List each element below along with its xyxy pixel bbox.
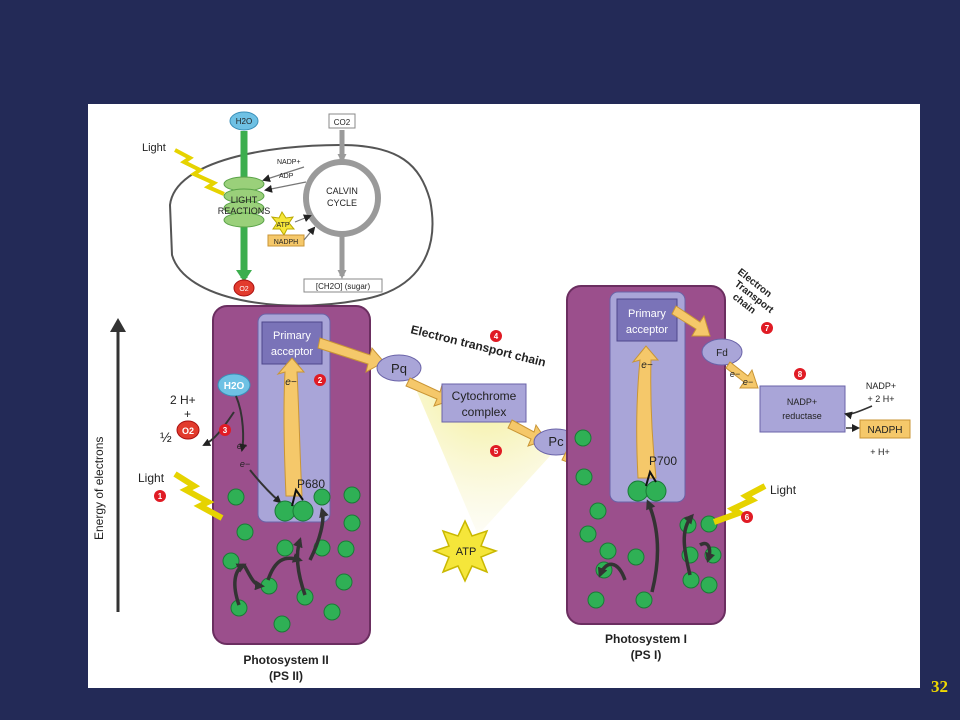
ps2-o2-label: O2 — [182, 426, 194, 436]
svg-text:5: 5 — [494, 447, 499, 456]
svg-text:6: 6 — [745, 513, 750, 522]
two-h-label: 2 H+ — [170, 393, 196, 407]
ps1-energy-transfer — [597, 499, 715, 593]
svg-text:2: 2 — [318, 376, 323, 385]
pc-label: Pc — [548, 434, 564, 449]
overview-o2-bubble — [233, 279, 255, 297]
p700-label: P700 — [649, 454, 677, 468]
light-reactions-label-1: LIGHT — [231, 195, 258, 205]
ps2-name-2: (PS II) — [269, 669, 303, 683]
pq-label: Pq — [391, 361, 407, 376]
chloroplast-overview: Light H2O LIGHT REACTIONS O2 CO2 CALVIN … — [142, 111, 434, 307]
plus-label: + — [184, 407, 191, 421]
ps2-primary-acceptor — [261, 321, 323, 365]
ps2-electron-top: e− — [285, 377, 297, 388]
ps2-electron-b: e− — [240, 459, 250, 469]
nadph-box — [859, 419, 911, 439]
step-badge-2: 2 — [314, 374, 326, 386]
ps2-electron-a: e− — [237, 441, 247, 451]
ps1-primary-acceptor — [616, 298, 678, 342]
ps1-name-2: (PS I) — [631, 648, 662, 662]
overview-atp-label: ATP — [276, 222, 289, 229]
nadp-in-label-1: NADP+ — [866, 381, 896, 391]
ps2-light-label: Light — [138, 471, 165, 485]
ps1-acceptor-label-1: Primary — [628, 308, 666, 320]
atp-label: ATP — [456, 546, 477, 558]
ps1-excitation-arrow — [631, 345, 660, 479]
fd-carrier — [701, 338, 743, 366]
calvin-label-2: CYCLE — [327, 198, 357, 208]
step-badge-7: 7 — [761, 322, 773, 334]
ps2-excitation-arrow — [276, 357, 306, 497]
ps2-energy-transfer — [233, 507, 329, 606]
sugar-box — [303, 278, 383, 293]
light-reactions-label-2: REACTIONS — [218, 206, 271, 216]
calvin-label-1: CALVIN — [326, 186, 358, 196]
step-badge-4: 4 — [490, 330, 502, 342]
step-badge-6: 6 — [741, 511, 753, 523]
overview-light-label: Light — [142, 142, 166, 154]
ps2-h2o-label: H2O — [224, 381, 245, 392]
ps2-h2o-bubble — [217, 373, 251, 397]
photosystem-1: Primary acceptor e− P700 Photosystem I (… — [566, 285, 726, 662]
cytochrome-label-1: Cytochrome — [452, 389, 517, 403]
atp-burst — [431, 519, 499, 583]
ps2-o2-bubble — [176, 420, 200, 440]
step-badge-3: 3 — [219, 424, 231, 436]
ps2-light-bolt — [173, 471, 224, 521]
overview-nadp-label: NADP+ — [277, 159, 301, 166]
ps2-name-1: Photosystem II — [243, 653, 328, 667]
reductase-label-2: reductase — [782, 411, 822, 421]
overview-light-bolt — [174, 148, 225, 196]
energy-axis-label: Energy of electrons — [92, 437, 106, 540]
overview-co2-box — [328, 113, 356, 129]
fd-label: Fd — [716, 348, 728, 359]
ps2-water-products: 2 H+ + ½ O2 Light — [138, 393, 224, 521]
ps2-acceptor-label-2: acceptor — [271, 346, 314, 358]
svg-text:8: 8 — [798, 370, 803, 379]
h-out-label: + H+ — [870, 447, 890, 457]
nadph-label: NADPH — [867, 425, 902, 436]
overview-adp-label: ADP — [279, 173, 294, 180]
step-badge-5: 5 — [490, 445, 502, 457]
pq-carrier — [376, 354, 422, 382]
chloroplast-outline — [168, 143, 434, 307]
cytochrome-complex — [441, 383, 527, 423]
svg-text:7: 7 — [765, 324, 770, 333]
energy-axis: Energy of electrons — [92, 318, 126, 612]
overview-h2o-label: H2O — [236, 117, 252, 126]
step-badges: 1 2 3 4 5 6 7 8 — [154, 322, 806, 523]
step-badge-1: 1 — [154, 490, 166, 502]
sugar-label: [CH2O] (sugar) — [316, 282, 371, 291]
electron-transport-chain: Pq Cytochrome complex Pc Electron transp… — [317, 322, 643, 583]
photosystem-2: Primary acceptor e− H2O e− e− P680 — [202, 305, 371, 683]
nadp-in-label-2: + 2 H+ — [867, 394, 894, 404]
ps1-electron-fd-2: e− — [743, 377, 753, 387]
ps1-light-label: Light — [770, 483, 797, 497]
ps2-pigments — [222, 486, 361, 633]
ps1-electron-fd-1: e− — [730, 369, 740, 379]
ps1-name-1: Photosystem I — [605, 632, 687, 646]
p680-label: P680 — [297, 477, 325, 491]
reductase-label-1: NADP+ — [787, 397, 817, 407]
svg-text:3: 3 — [223, 426, 228, 435]
svg-text:1: 1 — [158, 492, 163, 501]
slide-number: 32 — [931, 677, 948, 696]
nadp-reductase — [759, 385, 846, 433]
overview-o2-label: O2 — [239, 286, 248, 293]
step-badge-8: 8 — [794, 368, 806, 380]
ps2-acceptor-label-1: Primary — [273, 330, 311, 342]
ps1-electron-top: e− — [641, 360, 653, 371]
ps1-light: Light — [712, 483, 797, 525]
half-label: ½ — [160, 429, 172, 445]
ps1-light-bolt — [712, 483, 767, 525]
overview-nadph-label: NADPH — [274, 239, 299, 246]
ps1-acceptor-label-2: acceptor — [626, 324, 669, 336]
svg-text:4: 4 — [494, 332, 499, 341]
overview-h2o-bubble — [229, 111, 259, 131]
overview-co2-label: CO2 — [334, 118, 351, 127]
cytochrome-label-2: complex — [462, 405, 507, 419]
overview-nadph-box — [267, 234, 305, 247]
